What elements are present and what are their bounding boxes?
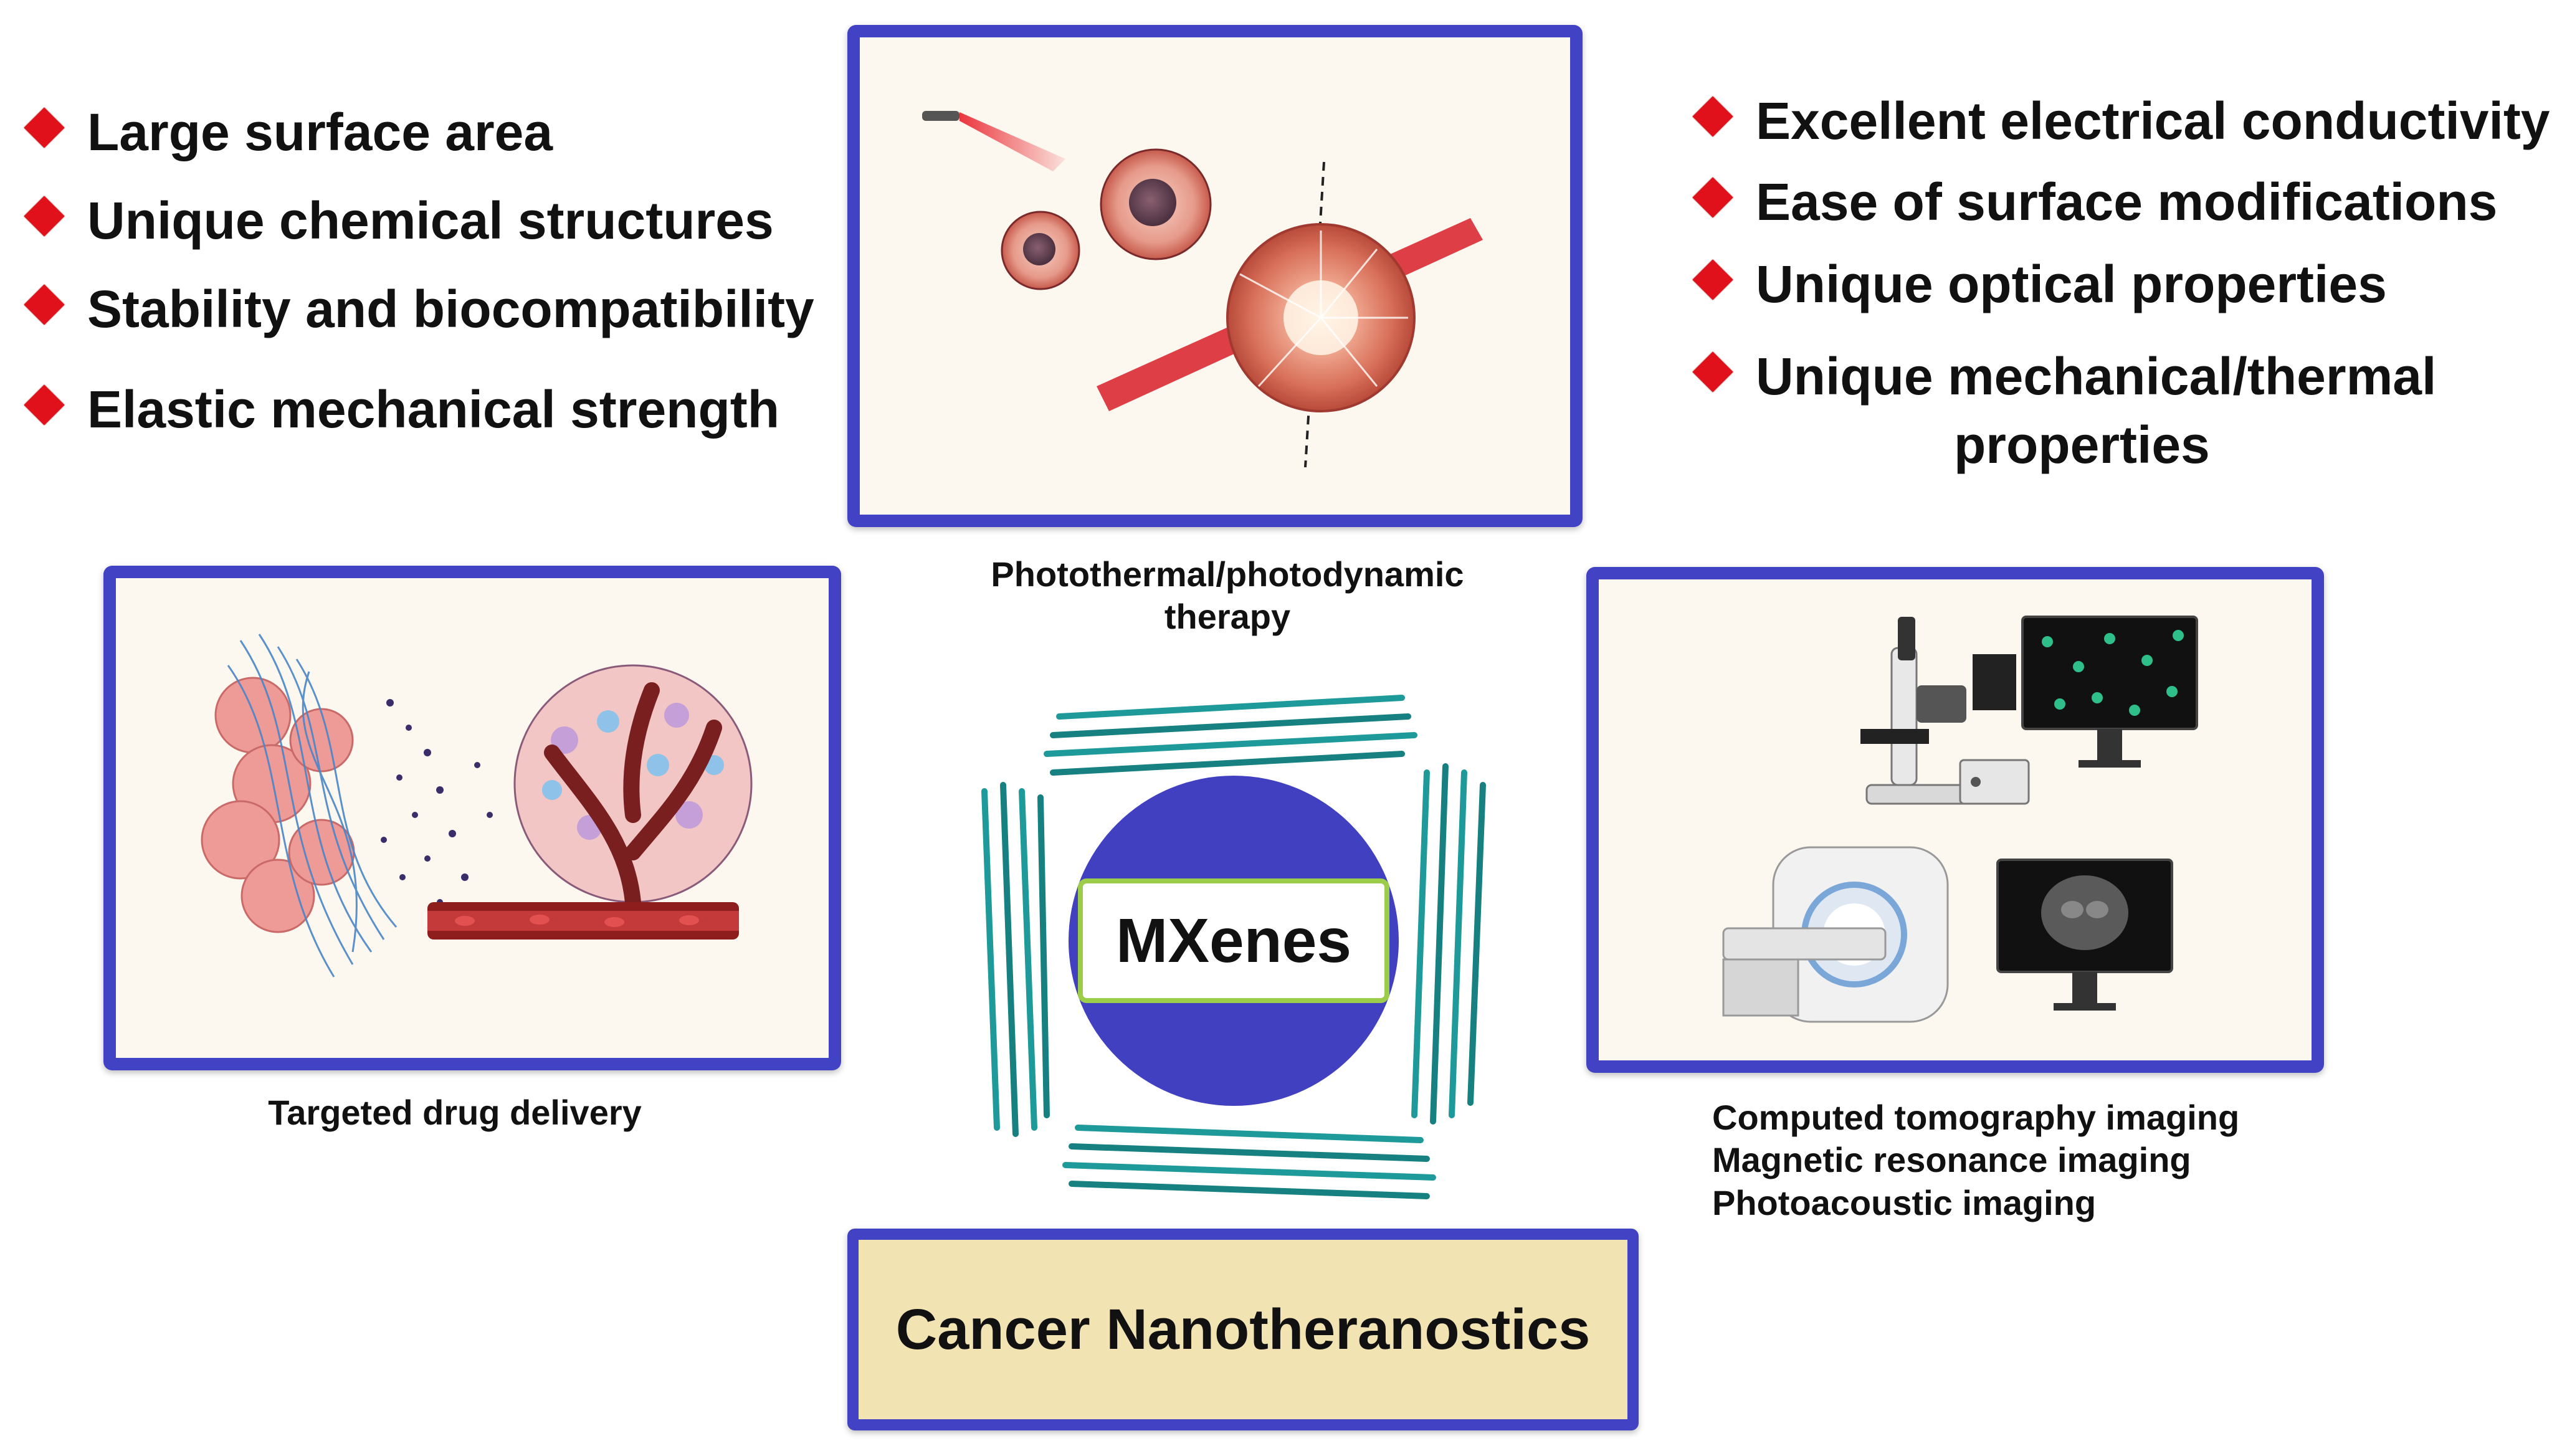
drug-delivery-panel bbox=[103, 566, 841, 1070]
control-box-icon bbox=[1959, 759, 2030, 805]
red-diamond-bullet-icon bbox=[24, 284, 65, 325]
mxenes-label: MXenes bbox=[1116, 905, 1351, 976]
property-item: Unique mechanical/thermal bbox=[1692, 350, 2436, 402]
imaging-caption-pa: Photoacoustic imaging bbox=[1712, 1182, 2097, 1222]
red-diamond-bullet-icon bbox=[24, 107, 65, 148]
mxene-crystal-right-icon bbox=[1411, 763, 1486, 1125]
property-item: Large surface area bbox=[24, 106, 553, 158]
microscope-icon bbox=[1860, 617, 2016, 805]
imaging-panel bbox=[1586, 567, 2324, 1073]
phototherapy-illustration bbox=[922, 111, 1483, 468]
tumor-cell-icon bbox=[1001, 211, 1080, 290]
drug-delivery-illustration bbox=[201, 634, 753, 978]
property-item: Unique optical properties bbox=[1692, 258, 2387, 310]
imaging-illustration bbox=[1722, 616, 2198, 1023]
mri-scanner-icon bbox=[1722, 846, 1949, 1023]
property-item: Unique chemical structures bbox=[24, 194, 774, 247]
cancer-nanotheranostics-title-box: Cancer Nanotheranostics bbox=[847, 1229, 1639, 1430]
property-item: Stability and biocompatibility bbox=[24, 283, 814, 335]
imaging-caption-mri: Magnetic resonance imaging bbox=[1712, 1140, 2191, 1180]
imaging-caption-ct: Computed tomography imaging bbox=[1712, 1098, 2240, 1137]
red-diamond-bullet-icon bbox=[1692, 351, 1733, 393]
property-item: Ease of surface modifications bbox=[1692, 176, 2497, 228]
red-diamond-bullet-icon bbox=[24, 196, 65, 237]
fluorescence-monitor-icon bbox=[2021, 616, 2198, 768]
imaging-caption: Computed tomography imaging Magnetic res… bbox=[1712, 1097, 2239, 1224]
red-diamond-bullet-icon bbox=[1692, 177, 1733, 218]
phototherapy-caption: Photothermal/photodynamic therapy bbox=[978, 553, 1477, 639]
phototherapy-caption-line2: therapy bbox=[1164, 597, 1291, 637]
mxenes-label-box: MXenes bbox=[1078, 878, 1389, 1003]
tumor-cell-icon bbox=[1100, 148, 1212, 260]
tumor-cluster-icon bbox=[201, 677, 355, 933]
mxene-crystal-left-icon bbox=[981, 782, 1050, 1137]
exploding-tumor-cell-icon bbox=[1226, 223, 1416, 412]
mxene-crystal-top-icon bbox=[1044, 695, 1417, 776]
mxene-crystal-bottom-icon bbox=[1062, 1125, 1436, 1199]
phototherapy-panel bbox=[847, 25, 1583, 527]
page-title: Cancer Nanotheranostics bbox=[895, 1297, 1591, 1361]
red-diamond-bullet-icon bbox=[1692, 259, 1733, 300]
phototherapy-caption-line1: Photothermal/photodynamic bbox=[991, 554, 1464, 594]
drug-delivery-caption: Targeted drug delivery bbox=[268, 1093, 642, 1132]
tumor-mass-icon bbox=[513, 664, 753, 910]
red-diamond-bullet-icon bbox=[24, 384, 65, 426]
property-item: Excellent electrical conductivity bbox=[1692, 95, 2550, 147]
brain-scan-monitor-icon bbox=[1996, 859, 2173, 1011]
red-diamond-bullet-icon bbox=[1692, 96, 1733, 137]
laser-device-icon bbox=[922, 111, 960, 121]
property-item-continuation: properties bbox=[1954, 416, 2210, 474]
property-item: Elastic mechanical strength bbox=[24, 383, 779, 435]
blood-vessel-icon bbox=[427, 902, 739, 940]
